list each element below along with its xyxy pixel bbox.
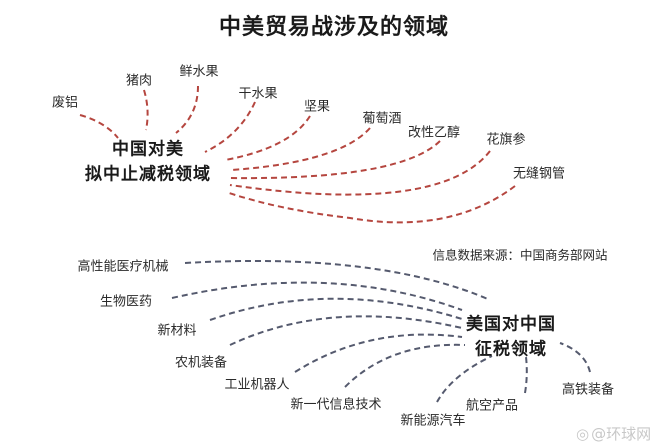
china-item: 废铝 [51,95,79,111]
china-connectors [79,85,516,224]
us-item: 高铁装备 [561,382,615,398]
china-item: 花旗参 [486,132,526,148]
connector-us-0 [184,259,491,301]
connector-us-3 [229,315,463,346]
china-item: 改性乙醇 [407,125,461,141]
us-hub-line2: 征税领域 [475,339,547,360]
connector-us-6 [436,355,493,403]
china-item: 干水果 [238,86,278,102]
china-item: 猪肉 [125,73,153,89]
us-item: 生物医药 [99,294,153,310]
watermark-text: @环球网 [591,425,652,443]
us-item: 工业机器人 [224,377,290,393]
us-hub-line1: 美国对中国 [466,314,556,335]
connector-china-3 [204,101,256,153]
connector-us-4 [294,333,463,373]
connector-china-0 [79,114,119,139]
weibo-icon: ◎ [576,424,590,443]
connector-china-6 [229,140,441,180]
us-item: 高性能医疗机械 [77,259,169,275]
china-hub-line1: 中国对美 [112,139,184,160]
watermark: ◎ @环球网 [576,423,651,444]
us-item: 新一代信息技术 [290,397,382,413]
china-item: 坚果 [303,99,331,115]
us-item: 农机装备 [174,355,228,371]
connector-china-5 [231,127,371,171]
us-item: 航空产品 [465,398,519,414]
connector-china-4 [224,115,311,161]
china-item: 葡萄酒 [362,111,402,127]
connector-us-7 [524,356,528,394]
connector-china-8 [225,185,516,224]
diagram-title: 中美贸易战涉及的领域 [218,15,450,40]
us-item: 新能源汽车 [400,413,466,429]
china-hub-line2: 拟中止减税领域 [85,164,211,185]
connector-china-2 [175,85,199,134]
connector-us-5 [344,343,466,388]
china-item: 无缝钢管 [512,166,566,182]
connector-us-2 [209,297,463,321]
connector-china-7 [229,150,491,196]
connector-us-8 [559,342,591,373]
connector-china-1 [143,89,149,131]
us-connectors [171,259,591,403]
china-item: 鲜水果 [179,64,219,80]
source-note: 信息数据来源：中国商务部网站 [432,247,608,263]
connector-us-1 [171,281,463,311]
us-item: 新材料 [157,323,197,339]
